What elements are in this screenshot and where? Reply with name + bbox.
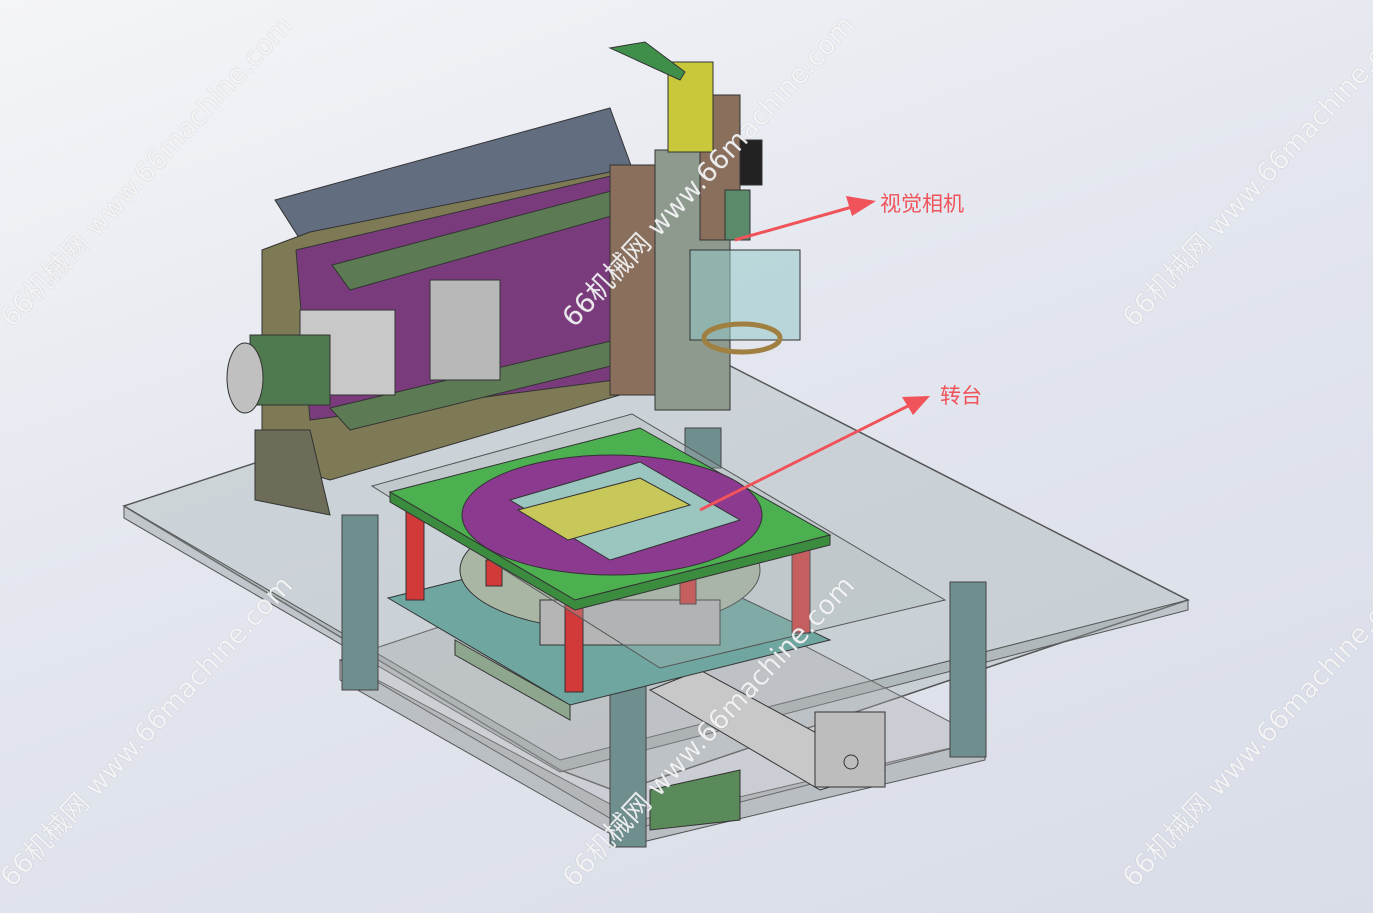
glass-table-front-edge [123,505,1189,773]
vision-camera [724,189,751,241]
workpiece [516,477,692,541]
annotation-arrow-camera [734,196,876,242]
x-slider [429,279,501,381]
camera-label: 视觉相机 [880,192,964,216]
ring-light [701,321,783,355]
table-leg [341,514,379,691]
turntable-label: 转台 [940,384,982,408]
z-axis-plate [609,164,656,396]
cable-board [608,41,686,81]
support-column [405,511,425,601]
green-board [649,769,741,831]
table-leg [609,671,647,848]
module-motor [814,711,886,788]
annotation-arrow-turntable [699,396,930,512]
servo-motor [249,334,331,406]
table-leg [949,581,987,758]
